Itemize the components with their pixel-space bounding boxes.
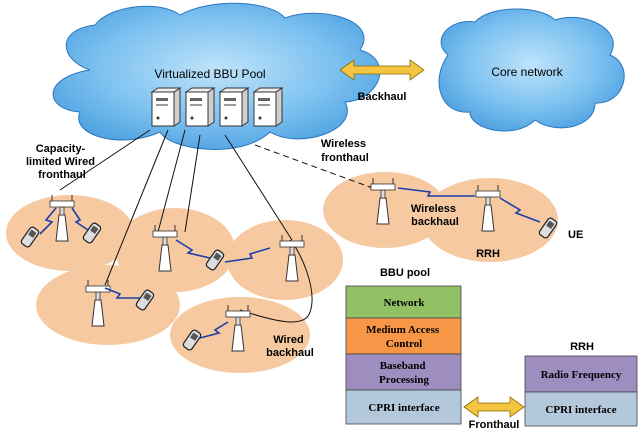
wired-backhaul-line1: Wired — [273, 334, 303, 346]
wired-fronthaul-label: Capacity- limited Wired fronthaul — [26, 143, 98, 181]
bbu-mac-text: Medium Access Control — [366, 324, 442, 350]
bbu-mac-block — [345, 317, 462, 355]
wireless-backhaul-line1: Wireless — [411, 203, 456, 215]
bbu-baseband-text: Baseband Processing — [379, 360, 429, 386]
wireless-links — [39, 187, 541, 339]
bbu-pool-title: BBU pool — [380, 267, 430, 279]
ue-label: UE — [568, 229, 583, 241]
core-network-cloud — [438, 8, 625, 132]
wireless-backhaul-label: Wireless backhaul — [411, 203, 459, 228]
backhaul-label: Backhaul — [358, 91, 407, 103]
wired-fronthaul-lines — [59, 129, 313, 323]
bbu-mac-line2: Control — [386, 338, 422, 350]
backhaul-arrow — [339, 59, 425, 81]
rrh-title: RRH — [570, 341, 594, 353]
bbu-cpri-text: CPRI interface — [368, 402, 439, 414]
bbu-cpri-block — [345, 389, 462, 425]
bbu-network-text: Network — [384, 297, 426, 309]
cell-middle — [227, 220, 343, 300]
wireless-fronthaul-line1: Wireless — [321, 138, 366, 150]
bbu-baseband-line2: Processing — [379, 374, 429, 386]
bbu-mac-line1: Medium Access — [366, 324, 440, 336]
rrh-rf-block — [524, 355, 638, 393]
rrh-cpri-text: CPRI interface — [545, 404, 616, 416]
rrh-cpri-block — [524, 391, 638, 427]
rrh-rf-text: Radio Frequency — [541, 369, 622, 381]
fronthaul-arrow — [463, 396, 525, 418]
bbu-network-block — [345, 285, 462, 319]
wireless-backhaul-line2: backhaul — [411, 216, 459, 228]
wired-backhaul-label: Wired backhaul — [266, 334, 314, 359]
bbu-stack: Network Medium Access Control Baseband P… — [345, 285, 462, 425]
rrh-cell-label: RRH — [476, 248, 500, 260]
wireless-fronthaul-line2: fronthaul — [321, 152, 369, 164]
rrh-stack: Radio Frequency CPRI interface — [524, 355, 638, 427]
wired-fronthaul-line3: fronthaul — [38, 169, 86, 181]
cell-left — [6, 195, 134, 271]
fronthaul-label: Fronthaul — [469, 419, 520, 430]
wired-fronthaul-line2: limited Wired — [26, 156, 95, 168]
bbu-pool-cloud-label: Virtualized BBU Pool — [154, 67, 265, 81]
bbu-baseband-block — [345, 353, 462, 391]
core-network-label: Core network — [491, 65, 563, 79]
wired-backhaul-line2: backhaul — [266, 347, 314, 359]
cell-bottom-left — [36, 265, 180, 345]
wireless-fronthaul-line — [254, 144, 379, 191]
bbu-pool-cloud — [52, 2, 381, 150]
wired-fronthaul-line1: Capacity- — [36, 143, 86, 155]
bbu-baseband-line1: Baseband — [380, 360, 426, 372]
wireless-fronthaul-label: Wireless fronthaul — [321, 138, 369, 164]
